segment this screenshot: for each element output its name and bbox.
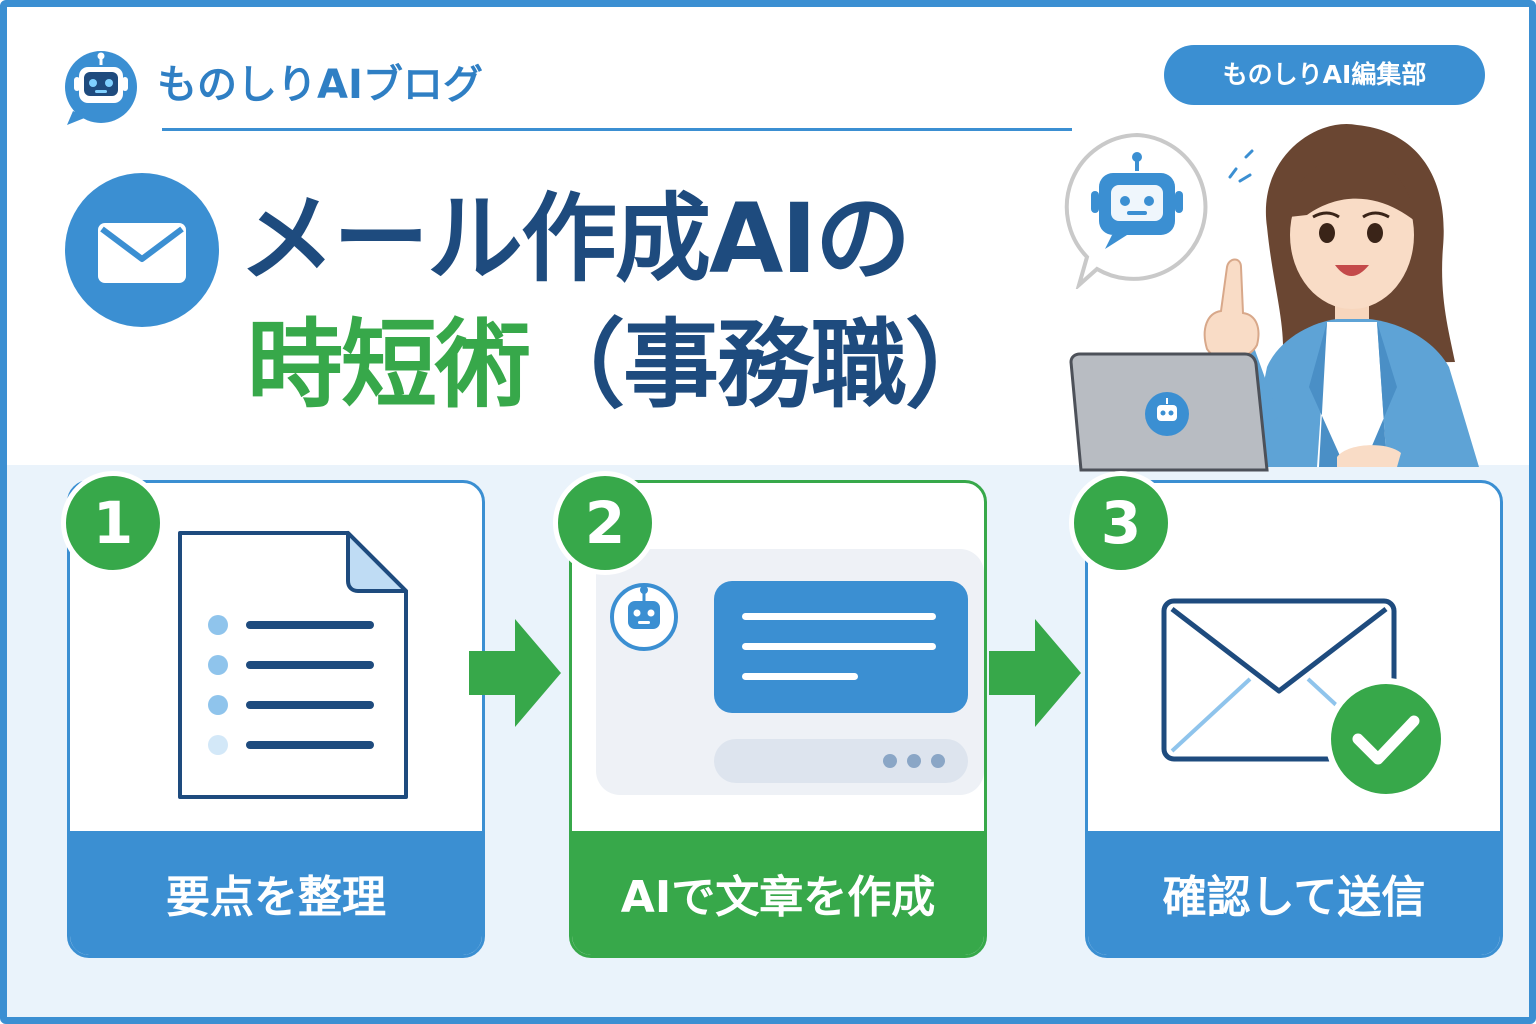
arrow-right-icon	[469, 619, 561, 727]
title-suffix: （事務職）	[529, 309, 1001, 421]
header-divider	[162, 128, 1072, 131]
editor-badge[interactable]: ものしりAI編集部	[1164, 45, 1485, 105]
step-number-2: 2	[553, 471, 657, 575]
title-highlight: 時短術	[247, 309, 531, 421]
step-label-1: 要点を整理	[70, 831, 482, 955]
step-card-3[interactable]: 確認して送信	[1085, 480, 1503, 958]
step-label-3: 確認して送信	[1088, 831, 1500, 955]
robot-chat-icon	[65, 51, 137, 125]
step-card-1[interactable]: 要点を整理	[67, 480, 485, 958]
laptop-illustration	[1069, 352, 1269, 472]
mail-check-icon	[1161, 598, 1447, 800]
step-number-1: 1	[61, 471, 165, 575]
step-label-2: AIで文章を作成	[572, 831, 984, 955]
mail-icon	[65, 173, 219, 327]
step-number-3: 3	[1069, 471, 1173, 575]
document-list-icon	[178, 531, 408, 799]
sparkle-icon	[1228, 149, 1254, 183]
robot-speech-bubble	[1064, 132, 1208, 289]
page-title-line1: メール作成AIの	[239, 183, 911, 295]
brand-name[interactable]: ものしりAIブログ	[157, 62, 483, 108]
arrow-right-icon	[989, 619, 1081, 727]
ai-chat-icon	[596, 549, 984, 795]
page-title-line2: 時短術（事務職）	[247, 307, 1001, 423]
office-worker-illustration	[1203, 123, 1479, 467]
